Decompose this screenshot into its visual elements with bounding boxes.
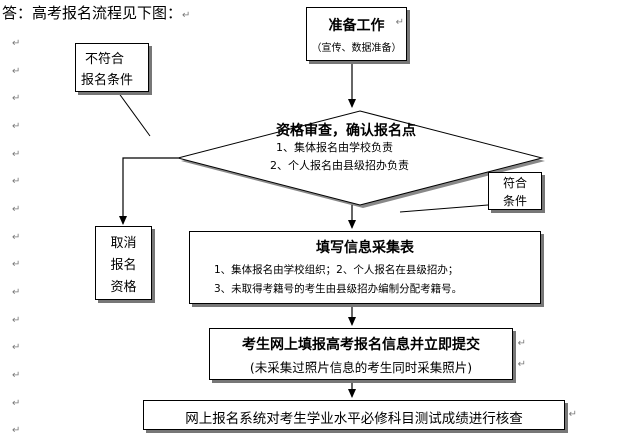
review-diamond bbox=[176, 110, 544, 206]
arrow-review-to-cancel bbox=[119, 157, 178, 225]
paragraph-mark: ↵ bbox=[12, 342, 21, 353]
check-text: 网上报名系统对考生学业水平必修科目测试成绩进行核查 bbox=[185, 411, 523, 427]
prep-subtitle: （宣传、数据准备） bbox=[311, 43, 402, 54]
online-box: 考生网上填报高考报名信息并立即提交 (未采集过照片信息的考生同时采集照片) ↵ … bbox=[209, 328, 526, 380]
callout-line-qualified bbox=[399, 204, 489, 213]
paragraph-mark: ↵ bbox=[517, 338, 526, 349]
callout-line-not-qualified bbox=[117, 91, 151, 137]
paragraph-mark: ↵ bbox=[12, 66, 21, 77]
online-title: 考生网上填报高考报名信息并立即提交 bbox=[242, 337, 480, 353]
paragraph-mark: ↵ bbox=[12, 232, 21, 243]
review-title: 资格审查，确认报名点 bbox=[276, 123, 416, 139]
paragraph-mark: ↵ bbox=[517, 359, 526, 370]
paragraph-mark: ↵ bbox=[12, 121, 21, 132]
not-qualified-line2: 报名条件 bbox=[81, 73, 134, 88]
prep-box: 准备工作 （宣传、数据准备） ↵ bbox=[306, 7, 407, 61]
collect-line2: 3、未取得考籍号的考生由县级招办编制分配考籍号。 bbox=[214, 283, 463, 295]
paragraph-mark: ↵ bbox=[12, 370, 21, 381]
qualified-line1: 符合 bbox=[502, 176, 527, 190]
paragraph-mark: ↵ bbox=[12, 425, 21, 436]
online-subtitle: (未采集过照片信息的考生同时采集照片) bbox=[249, 360, 473, 375]
intro-label: 答：高考报名流程见下图： bbox=[2, 4, 183, 22]
qualified-callout: 符合 条件 bbox=[488, 172, 542, 210]
not-qualified-callout: 不符合 报名条件 bbox=[75, 43, 149, 92]
cancel-line3: 资格 bbox=[110, 280, 137, 295]
check-box: 网上报名系统对考生学业水平必修科目测试成绩进行核查 ↵ bbox=[143, 400, 577, 430]
collect-title: 填写信息采集表 bbox=[316, 240, 414, 256]
paragraph-mark: ↵ bbox=[12, 287, 21, 298]
review-item-2: 2、个人报名由县级招办负责 bbox=[270, 159, 409, 172]
paragraph-mark: ↵ bbox=[12, 315, 21, 326]
paragraph-mark: ↵ bbox=[12, 93, 21, 104]
cancel-line2: 报名 bbox=[110, 258, 137, 273]
paragraph-mark: ↵ bbox=[182, 10, 191, 21]
paragraph-mark: ↵ bbox=[12, 149, 21, 160]
prep-title: 准备工作 bbox=[328, 18, 385, 34]
collect-box: 填写信息采集表 1、集体报名由学校组织；2、个人报名在县级招办； 3、未取得考籍… bbox=[189, 231, 541, 304]
paragraph-mark: ↵ bbox=[395, 17, 404, 28]
paragraph-mark: ↵ bbox=[12, 176, 21, 187]
cancel-line1: 取消 bbox=[110, 236, 137, 251]
paragraph-mark: ↵ bbox=[12, 38, 21, 49]
paragraph-mark: ↵ bbox=[12, 259, 21, 270]
paragraph-mark: ↵ bbox=[12, 398, 21, 409]
paragraph-mark: ↵ bbox=[12, 204, 21, 215]
paragraph-mark: ↵ bbox=[568, 409, 577, 420]
review-item-1: 1、集体报名由学校负责 bbox=[276, 141, 393, 154]
collect-line1: 1、集体报名由学校组织；2、个人报名在县级招办； bbox=[214, 264, 459, 276]
cancel-box: 取消 报名 资格 bbox=[95, 226, 152, 300]
intro-text: 答：高考报名流程见下图：↵ bbox=[2, 2, 190, 23]
qualified-line2: 条件 bbox=[502, 194, 527, 208]
not-qualified-line1: 不符合 bbox=[85, 52, 125, 67]
